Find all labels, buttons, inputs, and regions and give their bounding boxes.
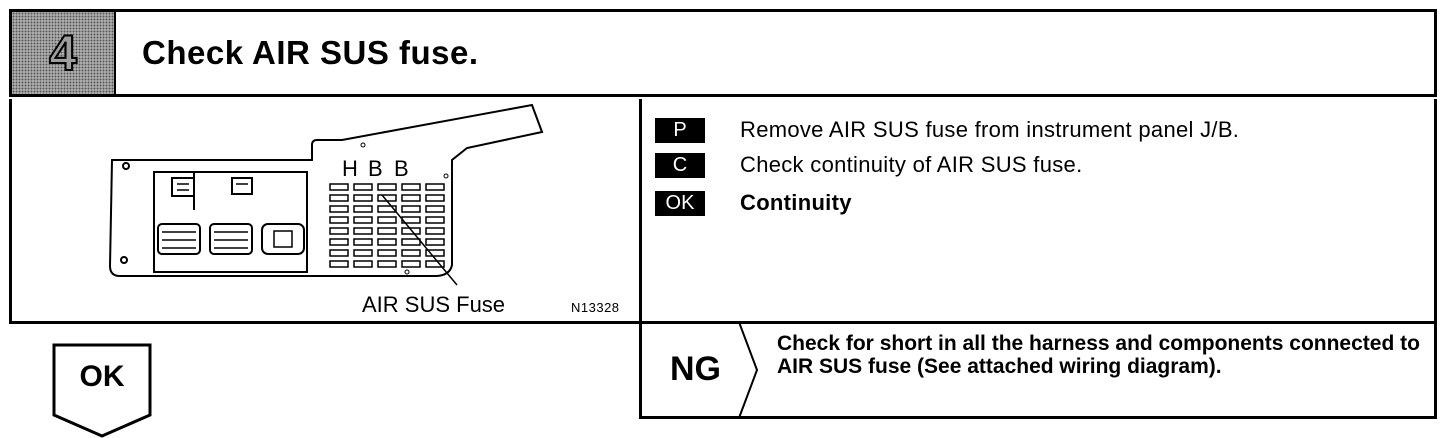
fuse-grid [329, 183, 445, 268]
fuse-slot [377, 238, 397, 246]
ok-badge: OK [655, 190, 705, 216]
expected-result: Continuity [740, 190, 852, 215]
fuse-slot [401, 194, 421, 202]
figure-code: N13328 [571, 300, 620, 315]
fuse-slot [401, 227, 421, 235]
ok-arrow-icon [52, 343, 152, 438]
procedure-badge: P [655, 117, 705, 143]
junction-block-diagram: H B B [108, 103, 544, 286]
ng-label: NG [670, 350, 721, 388]
body-divider-v [639, 99, 642, 419]
fuse-slot [329, 216, 349, 224]
fuse-slot [401, 183, 421, 191]
fuse-slot [425, 205, 445, 213]
fuse-slot [377, 183, 397, 191]
fuse-slot [353, 216, 373, 224]
step-number: 4 [48, 24, 78, 82]
fuse-slot [425, 249, 445, 257]
fuse-slot [401, 205, 421, 213]
fuse-slot [353, 183, 373, 191]
body-divider-h [9, 321, 642, 324]
step-header: 4 Check AIR SUS fuse. [9, 9, 1437, 97]
fuse-slot [425, 183, 445, 191]
fuse-slot [329, 227, 349, 235]
fuse-slot [377, 216, 397, 224]
fuse-slot [329, 260, 349, 268]
fuse-slot [377, 227, 397, 235]
fuse-slot [377, 260, 397, 268]
step-instruction: Check continuity of AIR SUS fuse. [740, 152, 1083, 177]
step-row-p: P Remove AIR SUS fuse from instrument pa… [655, 116, 1239, 144]
step-body [9, 99, 1437, 323]
step-instruction: Remove AIR SUS fuse from instrument pane… [740, 117, 1240, 142]
fuse-slot [377, 205, 397, 213]
fuse-slot [377, 249, 397, 257]
ng-result-box [639, 321, 1437, 419]
fuse-slot [329, 238, 349, 246]
fuse-slot [353, 260, 373, 268]
fuse-slot [425, 227, 445, 235]
relay-letter: B [394, 156, 409, 181]
fuse-slot [353, 194, 373, 202]
ng-chevron-icon [738, 322, 759, 418]
step-number-box [12, 12, 116, 94]
step-title: Check AIR SUS fuse. [142, 34, 479, 71]
check-badge: C [655, 152, 705, 178]
fuse-slot [401, 238, 421, 246]
fuse-slot [425, 216, 445, 224]
relay-letter: B [368, 156, 383, 181]
fuse-slot [329, 205, 349, 213]
fuse-slot [401, 260, 421, 268]
fuse-slot [425, 260, 445, 268]
fuse-slot [353, 205, 373, 213]
ng-instruction: Check for short in all the harness and c… [777, 332, 1420, 378]
step-row-c: C Check continuity of AIR SUS fuse. [655, 151, 1082, 179]
fuse-slot [425, 194, 445, 202]
step-row-ok: OK Continuity [655, 189, 851, 217]
fuse-slot [425, 238, 445, 246]
fuse-slot [353, 249, 373, 257]
relay-letter: H [342, 156, 358, 181]
ok-label: OK [79, 360, 125, 393]
fuse-slot [353, 238, 373, 246]
fuse-slot [401, 249, 421, 257]
fuse-slot [329, 183, 349, 191]
fuse-slot [329, 249, 349, 257]
fuse-callout-label: AIR SUS Fuse [362, 292, 506, 317]
fuse-slot [329, 194, 349, 202]
fuse-slot [353, 227, 373, 235]
